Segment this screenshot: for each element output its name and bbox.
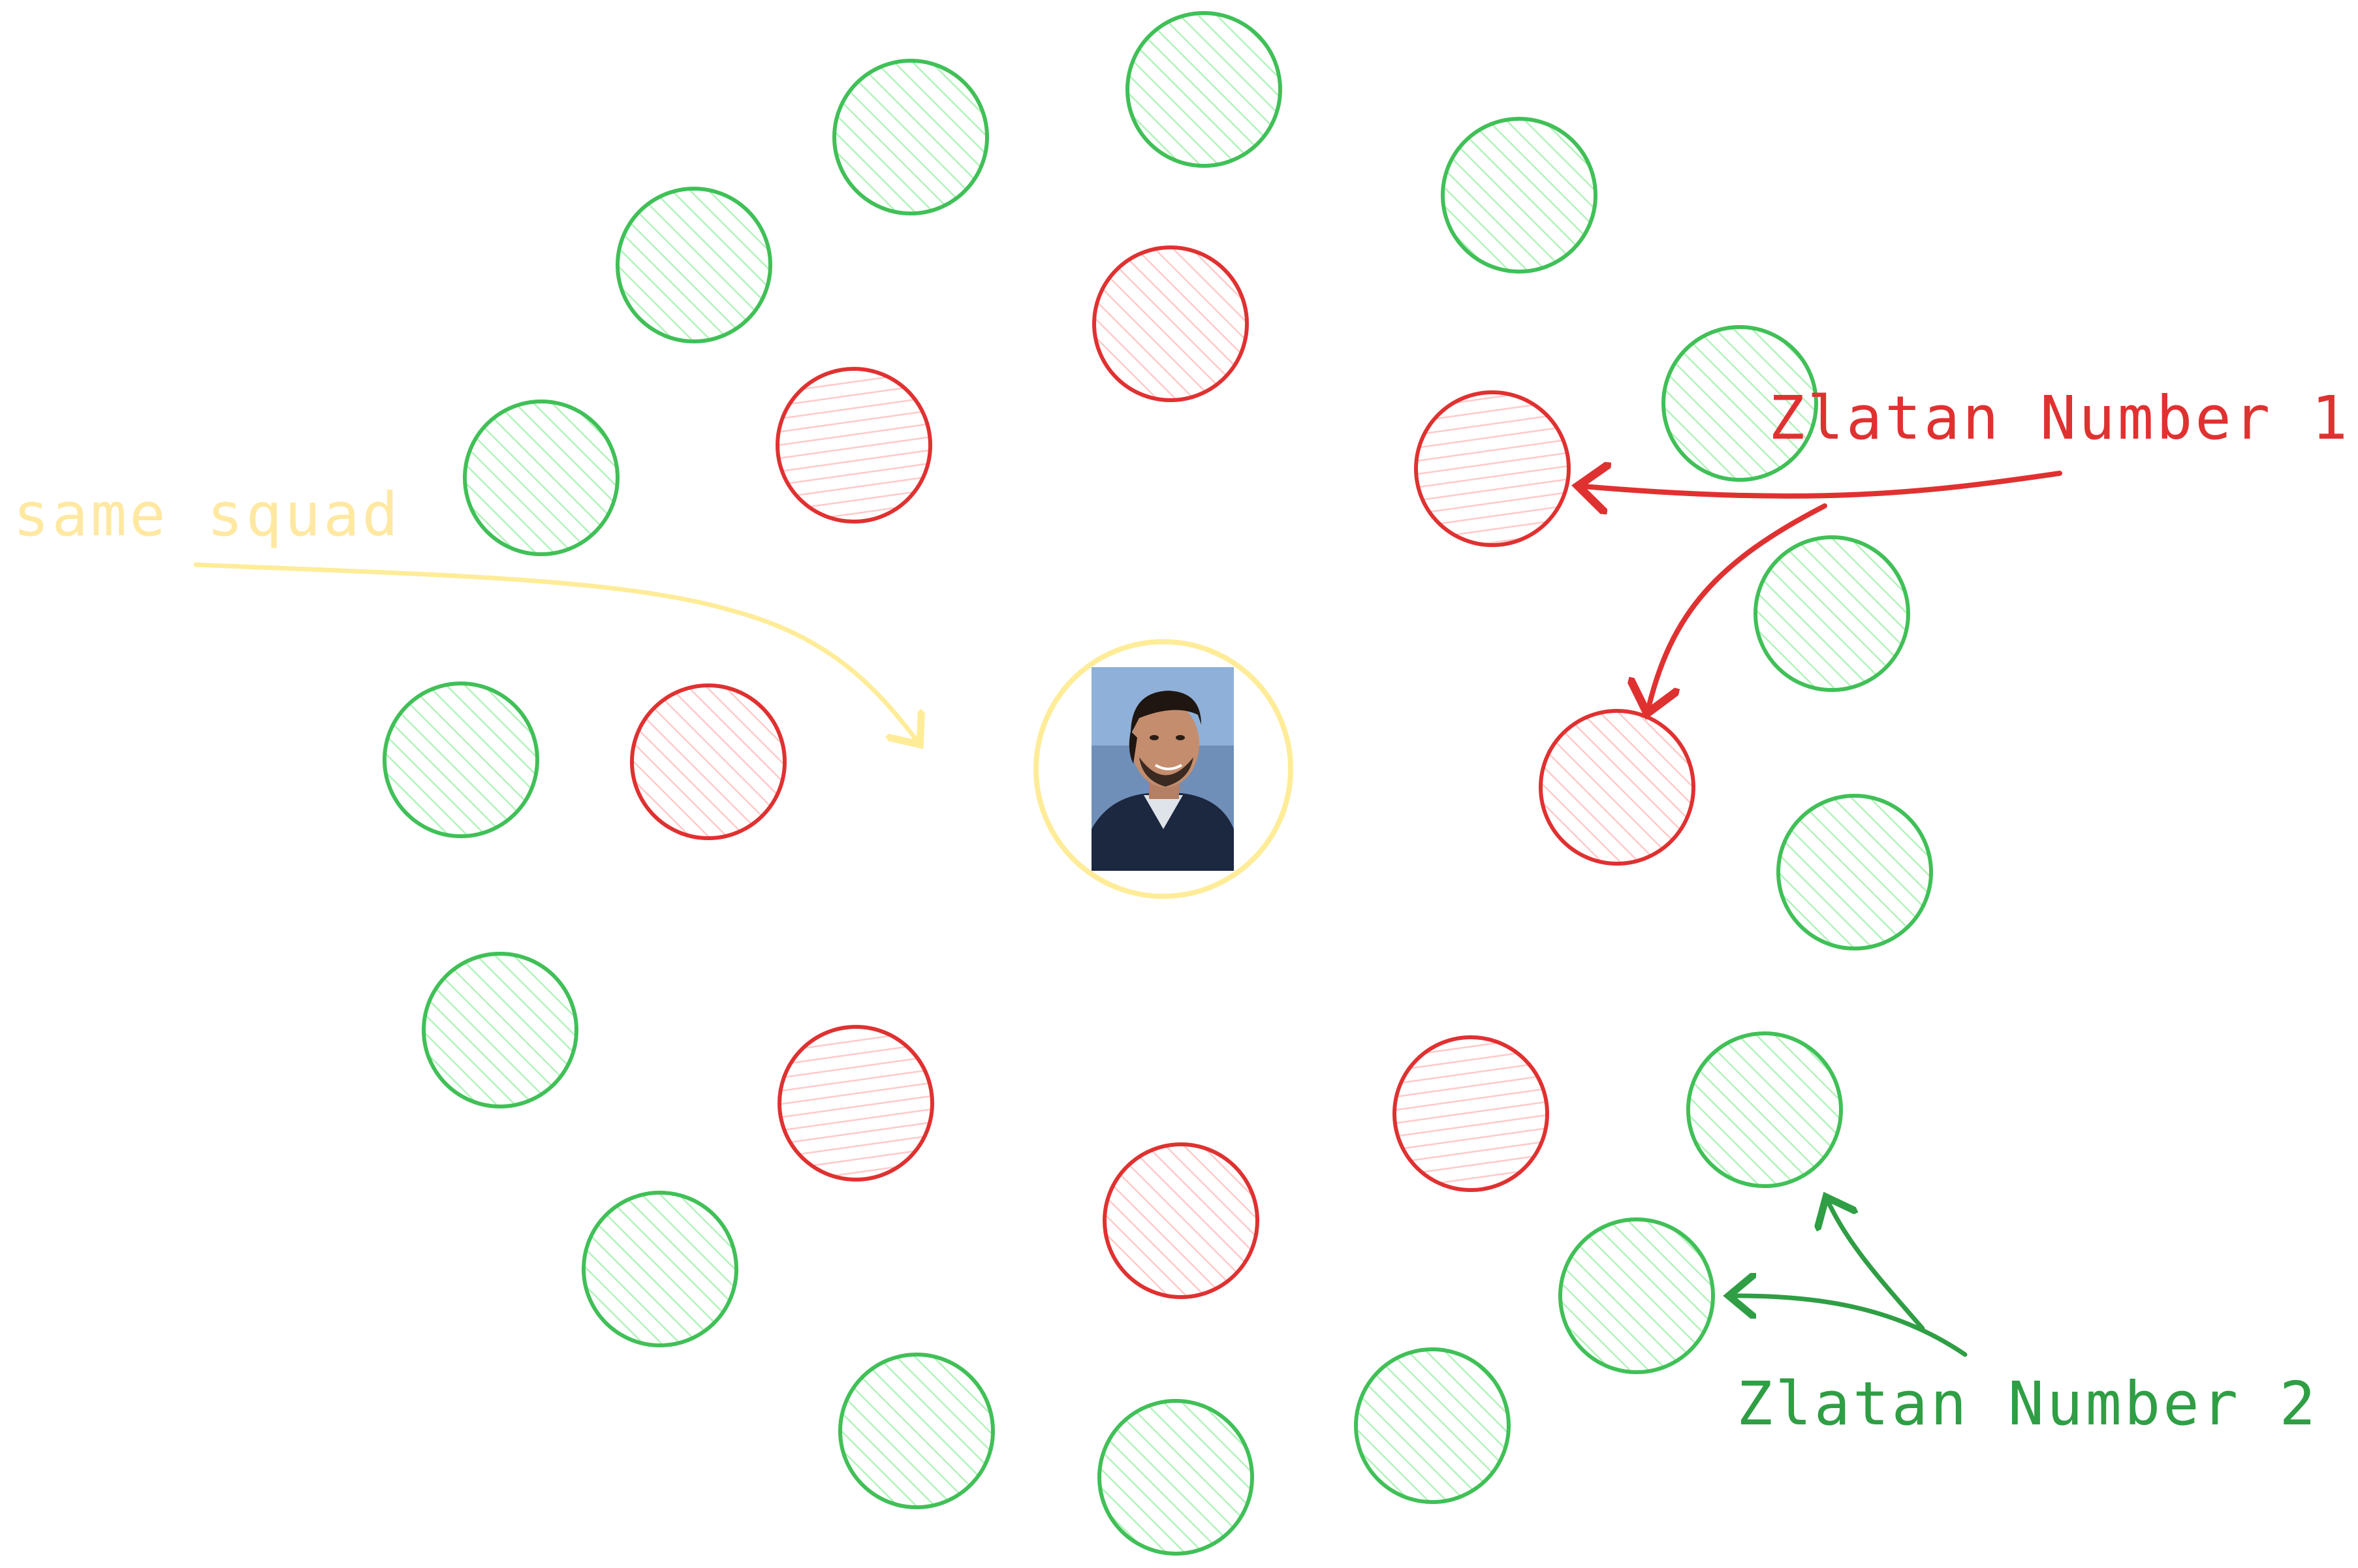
red-node (776, 367, 932, 524)
red-node (778, 1025, 934, 1182)
player-portrait-icon (1092, 667, 1234, 871)
red-nodes (630, 245, 1695, 1299)
zlatan-number-1-label: Zlatan Number 1 (1768, 383, 2350, 453)
red-node (1092, 245, 1249, 402)
green-node (422, 952, 578, 1108)
red-node (1103, 1142, 1259, 1299)
red-node (1392, 1035, 1549, 1192)
zlatan-number-2-label: Zlatan Number 2 (1737, 1369, 2318, 1439)
green-node (1776, 794, 1933, 950)
zlatan-1-arrow-b (1648, 503, 1827, 708)
green-node (1661, 325, 1818, 482)
green-node (383, 682, 539, 838)
green-node (616, 187, 772, 343)
green-node (1686, 1031, 1843, 1188)
green-node (1125, 11, 1282, 168)
same-squad-label: same squad (13, 480, 401, 550)
red-node (1414, 390, 1571, 547)
green-node (1354, 1347, 1511, 1504)
annotation-arrows (193, 473, 2062, 1357)
center-node (1033, 639, 1293, 899)
red-node (1539, 709, 1695, 866)
zlatan-2-arrow-b (1828, 1201, 1925, 1331)
green-node (1558, 1217, 1715, 1374)
center-ring (1033, 639, 1293, 899)
green-node (582, 1191, 738, 1347)
green-node (1441, 117, 1597, 274)
green-nodes (383, 11, 1933, 1556)
zlatan-2-arrow-a (1733, 1296, 1968, 1357)
red-node (630, 683, 787, 840)
green-node (463, 400, 620, 556)
green-node (832, 59, 989, 215)
zlatan-1-arrow-a (1583, 473, 2062, 496)
green-node (1097, 1399, 1254, 1556)
green-node (838, 1353, 995, 1509)
green-node (1753, 535, 1910, 692)
same-squad-arrow (193, 562, 917, 741)
